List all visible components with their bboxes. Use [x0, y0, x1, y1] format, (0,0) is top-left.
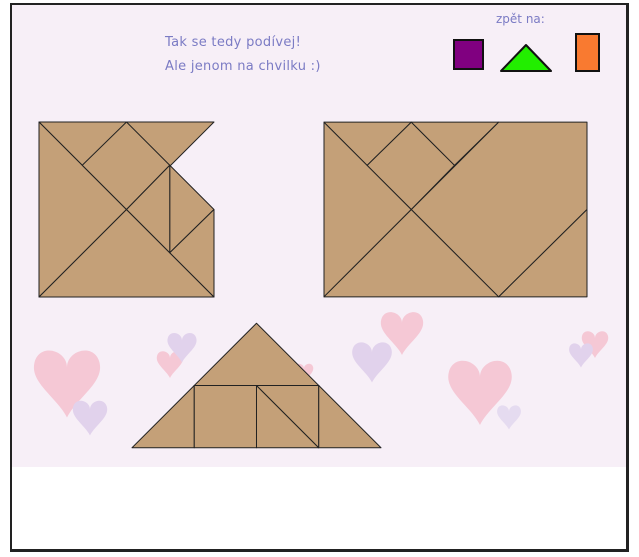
heart-decoration	[34, 351, 100, 418]
game-panel: Tak se tedy podívej! Ale jenom na chvilk…	[12, 5, 626, 467]
tangram-piece	[194, 386, 256, 448]
rectangle-solution	[324, 122, 587, 297]
triangle-shape-button[interactable]	[499, 43, 553, 73]
message-line-1: Tak se tedy podívej!	[165, 35, 301, 50]
message-line-2: Ale jenom na chvilku :)	[165, 59, 321, 74]
heart-decoration	[73, 401, 107, 436]
heart-decoration	[497, 405, 521, 429]
triangle-solution	[132, 323, 381, 448]
tangram-piece	[194, 323, 319, 385]
triangle-shape-icon	[501, 45, 551, 71]
back-to-label: zpět na:	[496, 12, 545, 26]
tangram-piece	[132, 386, 194, 448]
game-window: Tak se tedy podívej! Ale jenom na chvilk…	[10, 3, 629, 552]
tangram-piece	[319, 386, 381, 448]
square-solution	[39, 122, 214, 297]
rectangle-shape-button[interactable]	[575, 33, 600, 72]
heart-decoration	[569, 343, 593, 367]
square-shape-button[interactable]	[453, 39, 484, 70]
